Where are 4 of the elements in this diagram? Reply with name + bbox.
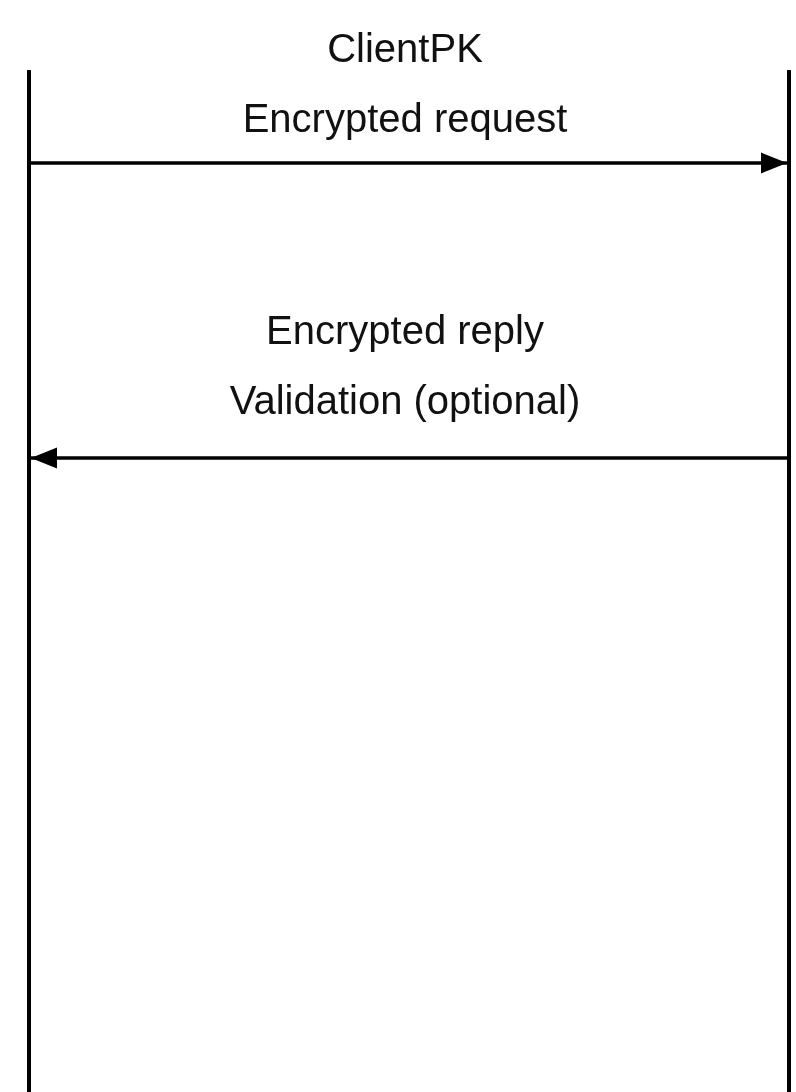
- lifeline: [27, 70, 31, 1092]
- arrow: [31, 152, 787, 174]
- arrow: [31, 447, 787, 469]
- lifeline: [787, 70, 791, 1092]
